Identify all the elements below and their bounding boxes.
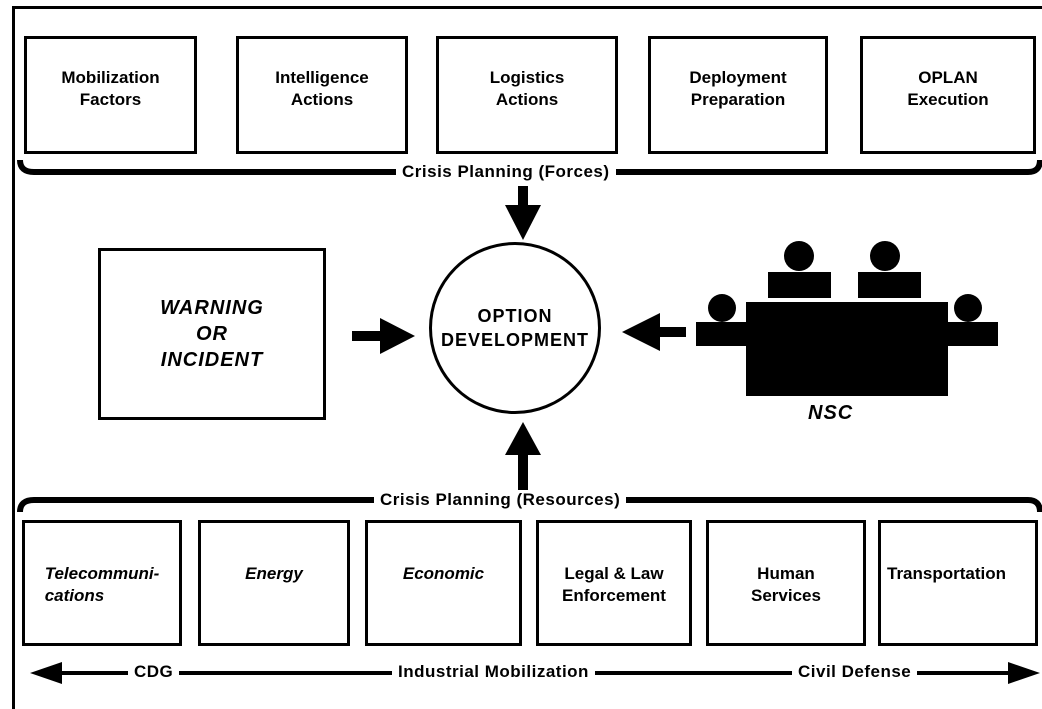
warning-incident-label: WARNING OR INCIDENT <box>160 297 264 371</box>
warning-incident-box: WARNING OR INCIDENT <box>98 248 326 420</box>
resources-box-human-services: Human Services <box>706 520 866 646</box>
resources-label: Crisis Planning (Resources) <box>374 490 627 510</box>
arrow-right-icon <box>352 318 415 354</box>
resources-box-transportation: Transportation <box>878 520 1038 646</box>
forces-box-oplan: OPLAN Execution <box>860 36 1036 154</box>
arrow-left-icon <box>622 313 686 351</box>
arrow-down-icon <box>505 186 541 240</box>
resources-box-economic: Economic <box>365 520 522 646</box>
forces-box-mobilization: Mobilization Factors <box>24 36 197 154</box>
forces-box-label: Mobilization Factors <box>61 68 160 110</box>
nsc-label: NSC <box>808 402 854 424</box>
axis-label-cdg: CDG <box>128 662 180 682</box>
arrow-up-icon <box>505 422 541 490</box>
resources-box-label: Energy <box>245 564 303 583</box>
resources-box-label: Legal & Law Enforcement <box>562 564 666 606</box>
resources-box-telecommunications: Telecommuni- cations <box>22 520 182 646</box>
forces-box-label: Intelligence Actions <box>275 68 369 110</box>
forces-label: Crisis Planning (Forces) <box>396 162 616 182</box>
axis-label-industrial-mobilization: Industrial Mobilization <box>392 662 595 682</box>
option-development-node: OPTION DEVELOPMENT <box>429 242 601 414</box>
nsc-table-icon <box>696 241 998 396</box>
option-development-label: OPTION DEVELOPMENT <box>440 305 589 350</box>
resources-box-label: Human Services <box>751 564 821 606</box>
forces-box-label: OPLAN Execution <box>907 68 989 110</box>
forces-box-label: Logistics Actions <box>489 68 565 110</box>
resources-box-energy: Energy <box>198 520 350 646</box>
axis-label-civil-defense: Civil Defense <box>792 662 918 682</box>
resources-box-legal: Legal & Law Enforcement <box>536 520 692 646</box>
resources-box-label: Economic <box>402 564 485 583</box>
diagram-frame <box>12 6 1042 709</box>
forces-box-label: Deployment Preparation <box>689 68 787 110</box>
resources-box-label: Telecommuni- cations <box>44 564 160 606</box>
forces-box-deployment: Deployment Preparation <box>648 36 828 154</box>
forces-box-intelligence: Intelligence Actions <box>236 36 408 154</box>
forces-box-logistics: Logistics Actions <box>436 36 618 154</box>
resources-box-label: Transportation <box>887 564 1007 583</box>
